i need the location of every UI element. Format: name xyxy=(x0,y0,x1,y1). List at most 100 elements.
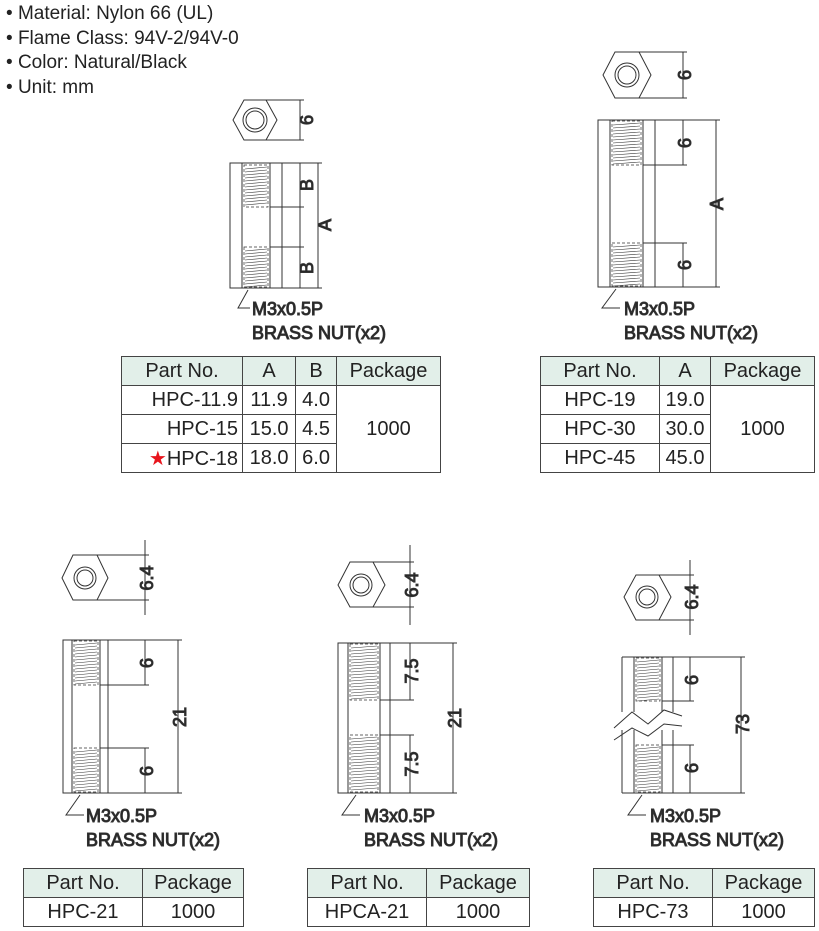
thread-hatch xyxy=(349,734,379,793)
dim-thread-label: 6 xyxy=(675,260,695,270)
a-value: 11.9 xyxy=(241,385,297,415)
package-value: 1000 xyxy=(336,385,441,473)
thread-hatch xyxy=(611,242,642,287)
drawing-hpc-21: 6.4 6 6 21 M3x0.5P BRASS NUT(x2) xyxy=(61,540,221,851)
dim-thread-label: 6 xyxy=(675,138,695,148)
dim-thread-label: 7.5 xyxy=(402,751,422,776)
dim-thread-label: 6 xyxy=(682,763,702,773)
dim-a-label: 21 xyxy=(445,708,465,728)
dim-hex-label: 6 xyxy=(675,70,695,80)
col-package: Package xyxy=(142,868,244,898)
dim-hex-label: 6 xyxy=(297,115,317,125)
b-value: 4.0 xyxy=(295,385,337,415)
spacer-body xyxy=(597,119,656,288)
spec-unit: Unit: mm xyxy=(6,76,239,101)
dim-hex-label: 6.4 xyxy=(682,584,702,609)
col-part-no: Part No. xyxy=(121,356,243,386)
dim-b-label: B xyxy=(297,262,317,274)
spacer-body xyxy=(621,656,674,794)
part-no: HPC-73 xyxy=(593,897,713,927)
dim-thread-label: 6 xyxy=(137,766,157,776)
nut-spec: BRASS NUT(x2) xyxy=(86,830,220,850)
a-value: 18.0 xyxy=(241,443,297,473)
spec-list: Material: Nylon 66 (UL) Flame Class: 94V… xyxy=(6,2,239,100)
dim-hex-label: 6.4 xyxy=(137,565,157,590)
dim-a-label: 21 xyxy=(170,707,190,727)
thread-spec: M3x0.5P xyxy=(86,806,157,826)
thread-hatch xyxy=(73,640,99,686)
spacer-body xyxy=(229,162,283,289)
package-value: 1000 xyxy=(710,385,815,473)
thread-hatch xyxy=(635,657,661,702)
drawing-hpca-21: 6.4 7.5 7.5 21 M3x0.5P BRASS NUT(x2) xyxy=(337,545,499,851)
part-no: HPC-30 xyxy=(540,414,660,444)
spacer-body xyxy=(62,639,109,794)
dim-thread-label: 6 xyxy=(137,658,157,668)
thread-spec: M3x0.5P xyxy=(624,299,695,319)
part-no: HPC-19 xyxy=(540,385,660,415)
thread-spec: M3x0.5P xyxy=(650,806,721,826)
hex-top-view xyxy=(61,554,109,601)
b-value: 4.5 xyxy=(295,414,337,444)
part-no: HPC-15 xyxy=(121,414,243,444)
hole-inner xyxy=(245,110,265,130)
thread-spec: M3x0.5P xyxy=(252,299,323,319)
col-part-no: Part No. xyxy=(540,356,660,386)
drawing-hpc-short: 6 B B A M3x0.5P BRASS NUT(x2) xyxy=(229,99,387,344)
a-value: 30.0 xyxy=(659,414,711,444)
col-package: Package xyxy=(712,868,815,898)
spec-color: Color: Natural/Black xyxy=(6,51,239,76)
hole-outer xyxy=(242,107,268,133)
part-no: HPCA-21 xyxy=(307,897,427,927)
spec-flame-class: Flame Class: 94V-2/94V-0 xyxy=(6,27,239,52)
dim-hex-label: 6.4 xyxy=(402,572,422,597)
drawing-hpc-long: 6 6 6 A M3x0.5P BRASS NUT(x2) xyxy=(597,51,759,344)
part-no: HPC-18 xyxy=(166,447,238,470)
dim-a-label: A xyxy=(315,219,335,231)
a-value: 45.0 xyxy=(659,443,711,473)
thread-hatch xyxy=(635,744,661,793)
thread-hatch xyxy=(73,747,99,793)
thread-hatch xyxy=(349,643,379,701)
package-value: 1000 xyxy=(142,897,244,927)
col-package: Package xyxy=(336,356,441,386)
col-part-no: Part No. xyxy=(23,868,143,898)
spec-material: Material: Nylon 66 (UL) xyxy=(6,2,239,27)
col-a: A xyxy=(659,356,711,386)
star-icon: ★ xyxy=(148,447,167,470)
dim-a-label: 73 xyxy=(733,714,753,734)
thread-hatch xyxy=(243,164,269,208)
hex-top-view xyxy=(623,574,672,621)
nut-spec: BRASS NUT(x2) xyxy=(364,830,498,850)
hex-top-view xyxy=(232,99,278,141)
part-no: HPC-11.9 xyxy=(121,385,243,415)
dim-a-label: A xyxy=(707,198,727,210)
dim-b-label: B xyxy=(297,179,317,191)
col-part-no: Part No. xyxy=(307,868,427,898)
package-value: 1000 xyxy=(426,897,530,927)
hex-top-view xyxy=(602,51,652,99)
package-value: 1000 xyxy=(712,897,815,927)
col-package: Package xyxy=(426,868,530,898)
nut-spec: BRASS NUT(x2) xyxy=(252,323,386,343)
b-value: 6.0 xyxy=(295,443,337,473)
nut-spec: BRASS NUT(x2) xyxy=(650,830,784,850)
thread-hatch xyxy=(243,246,269,288)
part-no: HPC-45 xyxy=(540,443,660,473)
a-value: 19.0 xyxy=(659,385,711,415)
spacer-body xyxy=(337,642,391,794)
thread-hatch xyxy=(611,120,642,166)
